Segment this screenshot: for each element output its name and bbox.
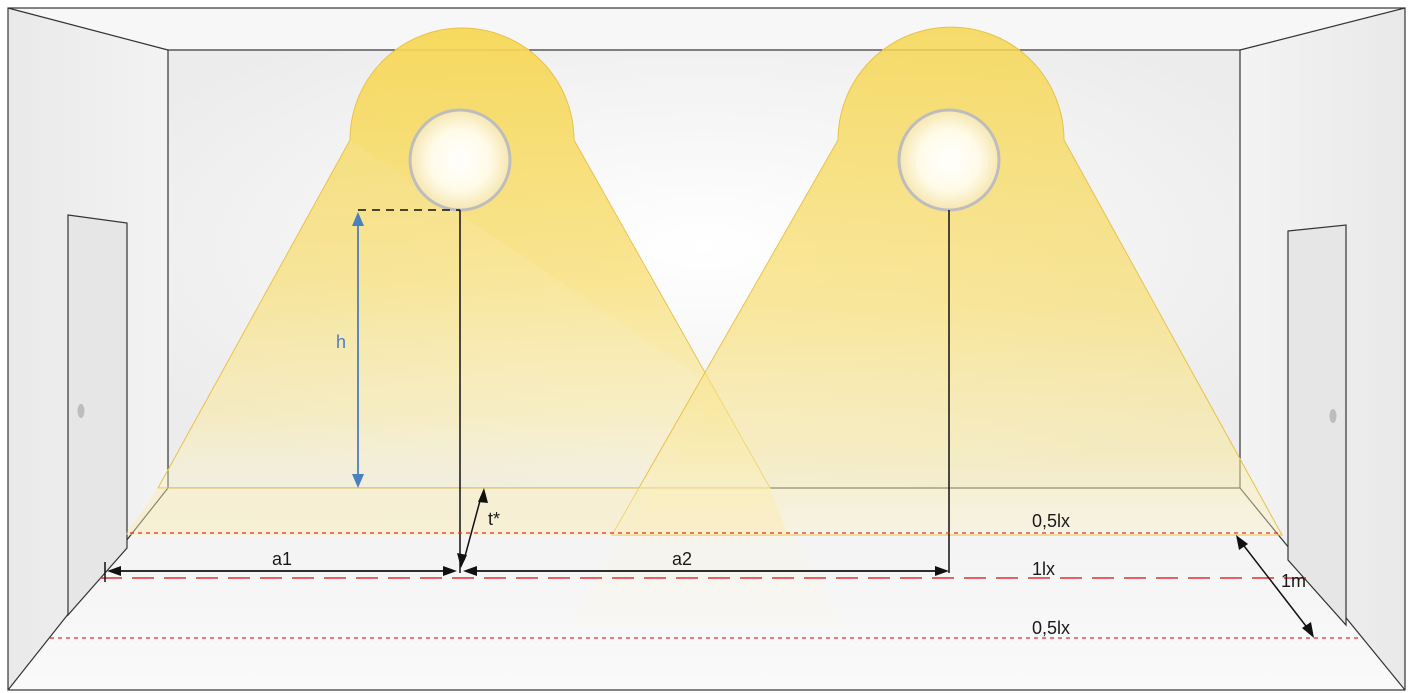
height-arrow-bottom xyxy=(352,474,364,488)
door-left-handle xyxy=(77,404,85,418)
a1-arrow-right xyxy=(443,566,457,576)
a2-arrow-right xyxy=(935,566,949,576)
distance-arrow-top xyxy=(1236,535,1248,550)
spacing-dimensions: a1 a2 xyxy=(104,549,949,582)
edge-ceiling-left xyxy=(7,7,169,51)
illuminance-lower-label: 0,5lx xyxy=(1032,618,1070,638)
tolerance-dimension: t* xyxy=(457,488,500,568)
tolerance-arrow-top xyxy=(478,488,488,503)
illuminance-center-label: 1lx xyxy=(1032,559,1055,579)
a1-label: a1 xyxy=(272,549,292,569)
room-frame xyxy=(7,7,1406,691)
light-cone-right xyxy=(611,26,1283,536)
ceiling xyxy=(8,8,1405,50)
a2-label: a2 xyxy=(672,549,692,569)
tolerance-dimension-line xyxy=(463,496,482,561)
ceiling-lamp-right-icon xyxy=(897,108,1001,212)
edge-ceiling-right xyxy=(1239,7,1406,51)
ceiling-lamp-left-icon xyxy=(408,108,512,212)
illuminance-upper-label: 0,5lx xyxy=(1032,511,1070,531)
height-arrow-top xyxy=(352,212,364,226)
door-right-handle xyxy=(1329,409,1337,423)
door-left xyxy=(67,214,128,617)
door-right-panel xyxy=(1287,224,1347,627)
height-label: h xyxy=(336,332,346,352)
distance-dimension-line xyxy=(1240,541,1310,631)
door-left-panel xyxy=(67,214,128,617)
distance-dimension: 1m xyxy=(1236,535,1314,638)
light-cone-left-floor xyxy=(125,488,788,535)
tolerance-label: t* xyxy=(488,509,500,529)
distance-arrow-bottom xyxy=(1302,622,1314,638)
illuminance-lines xyxy=(50,532,1360,639)
door-right xyxy=(1287,224,1347,627)
height-dimension: h xyxy=(336,209,460,488)
tolerance-arrow-bottom xyxy=(457,553,467,568)
light-cone-left xyxy=(157,27,771,489)
a1-arrow-left xyxy=(107,566,121,576)
a2-arrow-left xyxy=(463,566,477,576)
distance-label: 1m xyxy=(1281,571,1306,591)
